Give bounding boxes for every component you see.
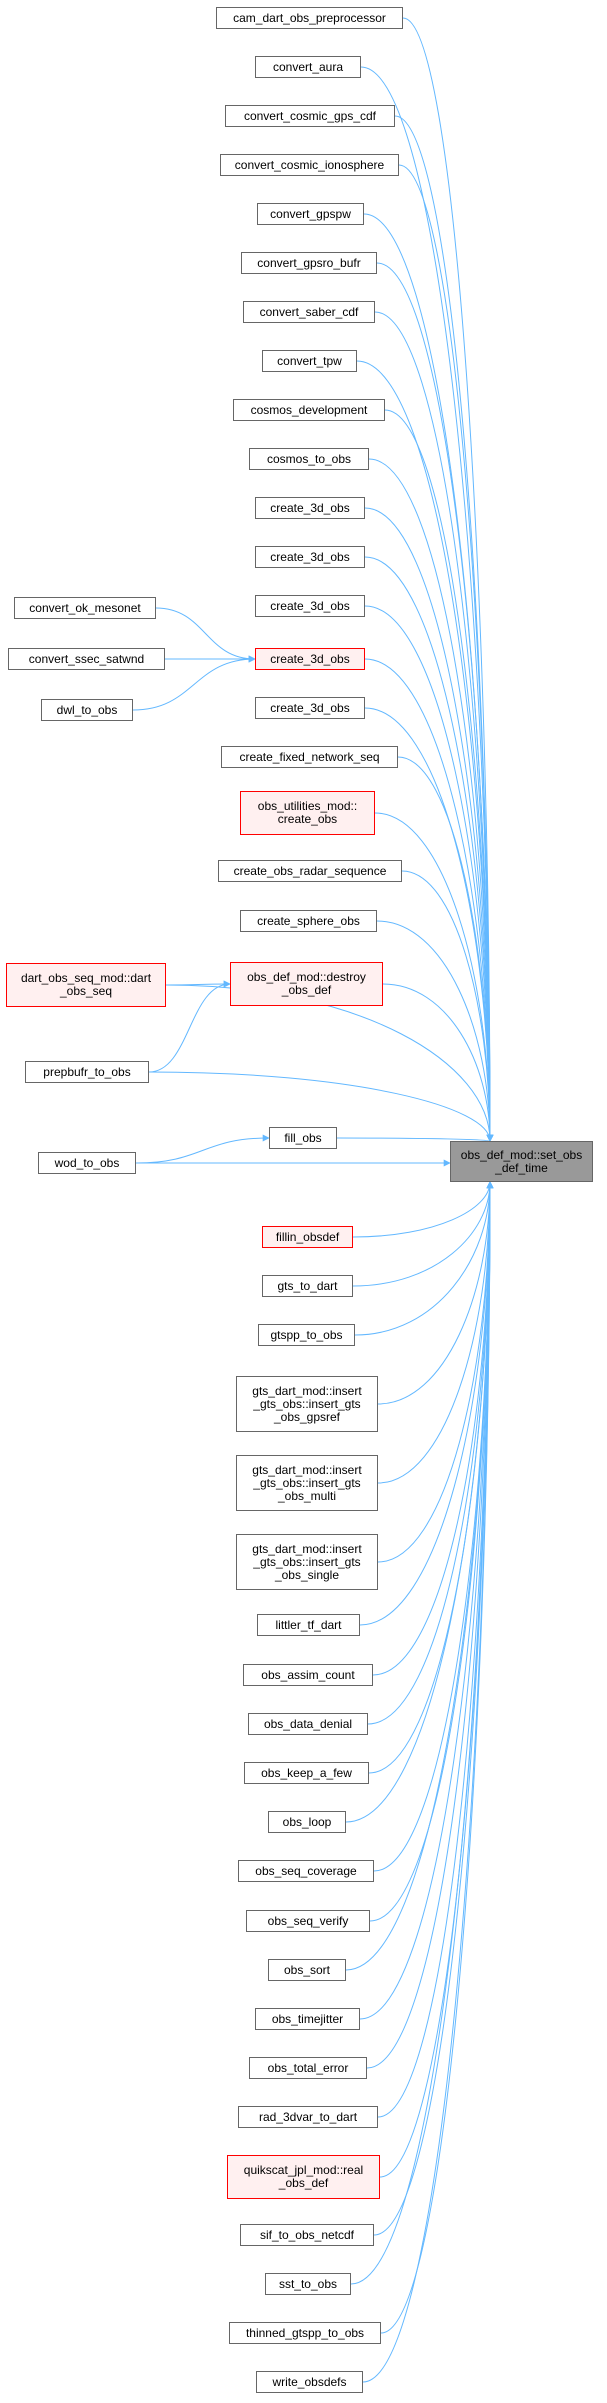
edge-n26-to-target xyxy=(377,1181,494,1484)
graph-node-thinned-gtspp-to-obs[interactable]: thinned_gtspp_to_obs xyxy=(229,2322,381,2344)
edge-n35-to-target xyxy=(345,1181,494,1971)
edge-n30-to-target xyxy=(367,1181,494,1725)
graph-node-dwl-to-obs[interactable]: dwl_to_obs xyxy=(41,699,133,721)
edge-n22-to-target xyxy=(352,1181,494,1238)
graph-node-obs-data-denial[interactable]: obs_data_denial xyxy=(248,1713,368,1735)
graph-node-create-3d-obs[interactable]: create_3d_obs xyxy=(255,697,365,719)
graph-node-fillin-obsdef[interactable]: fillin_obsdef xyxy=(262,1226,353,1248)
graph-node-prepbufr-to-obs[interactable]: prepbufr_to_obs xyxy=(25,1061,149,1083)
graph-node-convert-aura[interactable]: convert_aura xyxy=(255,56,361,78)
edge-n38-to-target xyxy=(377,1181,494,2118)
graph-node-convert-saber-cdf[interactable]: convert_saber_cdf xyxy=(243,301,375,323)
graph-node-convert-tpw[interactable]: convert_tpw xyxy=(262,350,357,372)
graph-node-obs-seq-coverage[interactable]: obs_seq_coverage xyxy=(238,1860,374,1882)
graph-node-rad-3dvar-to-dart[interactable]: rad_3dvar_to_dart xyxy=(238,2106,378,2128)
edge-n36-to-target xyxy=(359,1181,494,2020)
edge-n11-to-target xyxy=(364,507,494,1142)
edge-n16-to-target xyxy=(397,756,494,1142)
graph-node-obs-seq-verify[interactable]: obs_seq_verify xyxy=(246,1910,370,1932)
graph-node-cam-dart-obs-preprocessor[interactable]: cam_dart_obs_preprocessor xyxy=(216,7,403,29)
graph-node-obs-timejitter[interactable]: obs_timejitter xyxy=(255,2008,360,2030)
graph-node-obs-total-error[interactable]: obs_total_error xyxy=(249,2057,367,2079)
edge-n37-to-target xyxy=(366,1181,494,2069)
edge-n32-to-target xyxy=(345,1181,494,1823)
graph-node-convert-ok-mesonet[interactable]: convert_ok_mesonet xyxy=(14,597,156,619)
edge-n43-to-target xyxy=(362,1181,494,2383)
graph-node-create-3d-obs[interactable]: create_3d_obs xyxy=(255,497,365,519)
graph-node-convert-cosmic-ionosphere[interactable]: convert_cosmic_ionosphere xyxy=(220,154,399,176)
edge-m6-to-n21 xyxy=(135,1134,270,1164)
edge-n4-to-target xyxy=(398,164,494,1142)
edge-n23-to-target xyxy=(352,1181,494,1287)
edge-n24-to-target xyxy=(354,1181,494,1336)
graph-node-littler-tf-dart[interactable]: littler_tf_dart xyxy=(257,1614,360,1636)
edge-n18-to-target xyxy=(401,870,494,1142)
graph-node-gts-dart-mod-insert-gts-obs-insert-gts-obs-multi[interactable]: gts_dart_mod::insert _gts_obs::insert_gt… xyxy=(236,1455,378,1511)
graph-node-gtspp-to-obs[interactable]: gtspp_to_obs xyxy=(258,1324,355,1346)
graph-node-wod-to-obs[interactable]: wod_to_obs xyxy=(38,1152,136,1174)
edge-m1-to-n14 xyxy=(155,607,256,663)
graph-node-convert-cosmic-gps-cdf[interactable]: convert_cosmic_gps_cdf xyxy=(225,105,395,127)
graph-node-obs-utilities-mod-create-obs[interactable]: obs_utilities_mod:: create_obs xyxy=(240,791,375,835)
edge-n25-to-target xyxy=(377,1181,494,1405)
edge-n1-to-target xyxy=(402,17,494,1142)
edge-n33-to-target xyxy=(373,1181,494,1872)
graph-node-gts-dart-mod-insert-gts-obs-insert-gts-obs-single[interactable]: gts_dart_mod::insert _gts_obs::insert_gt… xyxy=(236,1534,378,1590)
graph-node-write-obsdefs[interactable]: write_obsdefs xyxy=(256,2371,363,2393)
edge-n20-to-target xyxy=(382,983,494,1142)
graph-node-create-3d-obs[interactable]: create_3d_obs xyxy=(255,546,365,568)
edge-n27-to-target xyxy=(377,1181,494,1563)
graph-node-create-obs-radar-sequence[interactable]: create_obs_radar_sequence xyxy=(218,860,402,882)
graph-node-gts-to-dart[interactable]: gts_to_dart xyxy=(262,1275,353,1297)
edge-n13-to-target xyxy=(364,605,494,1142)
edge-n7-to-target xyxy=(374,311,494,1142)
edge-m3-to-n14 xyxy=(132,655,256,711)
graph-node-convert-gpspw[interactable]: convert_gpspw xyxy=(257,203,364,225)
graph-node-create-3d-obs[interactable]: create_3d_obs xyxy=(255,648,365,670)
graph-node-create-fixed-network-seq[interactable]: create_fixed_network_seq xyxy=(221,746,398,768)
edge-m5-to-target xyxy=(148,1071,494,1142)
edge-n6-to-target xyxy=(376,262,494,1142)
graph-node-sif-to-obs-netcdf[interactable]: sif_to_obs_netcdf xyxy=(240,2224,374,2246)
graph-node-quikscat-jpl-mod-real-obs-def[interactable]: quikscat_jpl_mod::real _obs_def xyxy=(227,2155,380,2199)
graph-node-fill-obs[interactable]: fill_obs xyxy=(269,1127,337,1149)
graph-node-convert-gpsro-bufr[interactable]: convert_gpsro_bufr xyxy=(241,252,377,274)
graph-node-create-3d-obs[interactable]: create_3d_obs xyxy=(255,595,365,617)
edge-m5-to-n20 xyxy=(148,980,231,1073)
graph-node-obs-loop[interactable]: obs_loop xyxy=(268,1811,346,1833)
edge-m4-to-target xyxy=(165,984,494,1142)
graph-node-gts-dart-mod-insert-gts-obs-insert-gts-obs-gpsref[interactable]: gts_dart_mod::insert _gts_obs::insert_gt… xyxy=(236,1376,378,1432)
edge-n9-to-target xyxy=(384,409,494,1142)
graph-node-cosmos-development[interactable]: cosmos_development xyxy=(233,399,385,421)
edge-n15-to-target xyxy=(364,707,494,1142)
graph-node-cosmos-to-obs[interactable]: cosmos_to_obs xyxy=(249,448,369,470)
edge-n10-to-target xyxy=(368,458,494,1142)
edge-n41-to-target xyxy=(350,1181,494,2285)
target-node[interactable]: obs_def_mod::set_obs _def_time xyxy=(450,1141,593,1182)
graph-node-obs-assim-count[interactable]: obs_assim_count xyxy=(243,1664,373,1686)
graph-node-obs-sort[interactable]: obs_sort xyxy=(268,1959,346,1981)
edge-n19-to-target xyxy=(376,920,494,1142)
edge-n28-to-target xyxy=(359,1181,494,1626)
graph-node-dart-obs-seq-mod-dart-obs-seq[interactable]: dart_obs_seq_mod::dart _obs_seq xyxy=(6,963,166,1007)
graph-node-convert-ssec-satwnd[interactable]: convert_ssec_satwnd xyxy=(8,648,165,670)
graph-node-create-sphere-obs[interactable]: create_sphere_obs xyxy=(240,910,377,932)
graph-node-obs-keep-a-few[interactable]: obs_keep_a_few xyxy=(244,1762,369,1784)
graph-node-obs-def-mod-destroy-obs-def[interactable]: obs_def_mod::destroy _obs_def xyxy=(230,962,383,1006)
graph-node-sst-to-obs[interactable]: sst_to_obs xyxy=(265,2273,351,2295)
